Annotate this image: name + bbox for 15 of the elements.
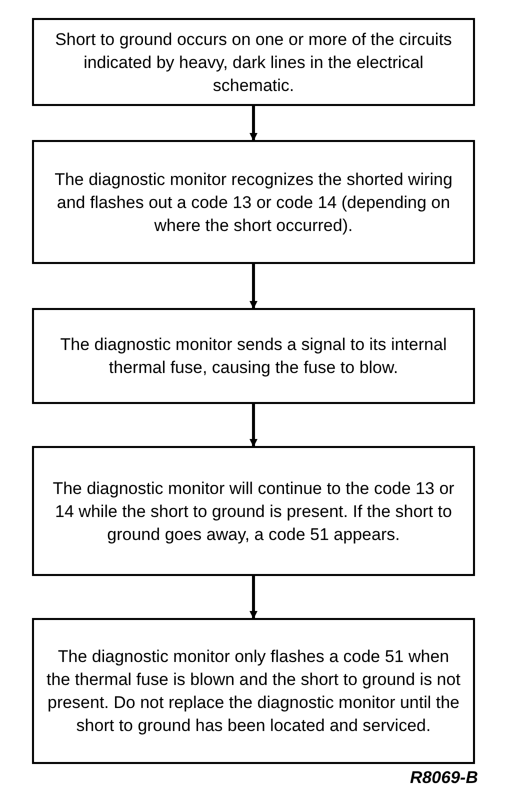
step-text: Short to ground occurs on one or more of the circuits indicated by heavy, dark lines in the electrical schematic.: [54, 28, 453, 96]
step-text: The diagnostic monitor only flashes a code 51 when the thermal fuse is blown and the short to ground is not present. Do not replace the diagnostic monitor until the short to ground has been located and serviced.: [46, 646, 462, 737]
step-text: The diagnostic monitor sends a signal to its internal thermal fuse, causing the fuse to blow.: [59, 334, 448, 379]
step-text: The diagnostic monitor recognizes the shorted wiring and flashes out a code 13 or code 14 (depending on where the short occurred).: [54, 168, 454, 236]
arrow: [250, 106, 258, 141]
process-box: [32, 618, 475, 764]
arrow: [250, 404, 258, 447]
arrow: [250, 576, 258, 619]
process-box: [32, 446, 475, 576]
process-box: [32, 18, 475, 106]
arrow: [250, 264, 258, 309]
process-box: [32, 140, 475, 264]
figure-code: R8069-B: [410, 768, 478, 788]
process-box: [32, 308, 475, 404]
step-text: The diagnostic monitor will continue to the code 13 or 14 while the short to ground is present. If the short to ground goes away, a code 51 appears.: [52, 478, 456, 546]
